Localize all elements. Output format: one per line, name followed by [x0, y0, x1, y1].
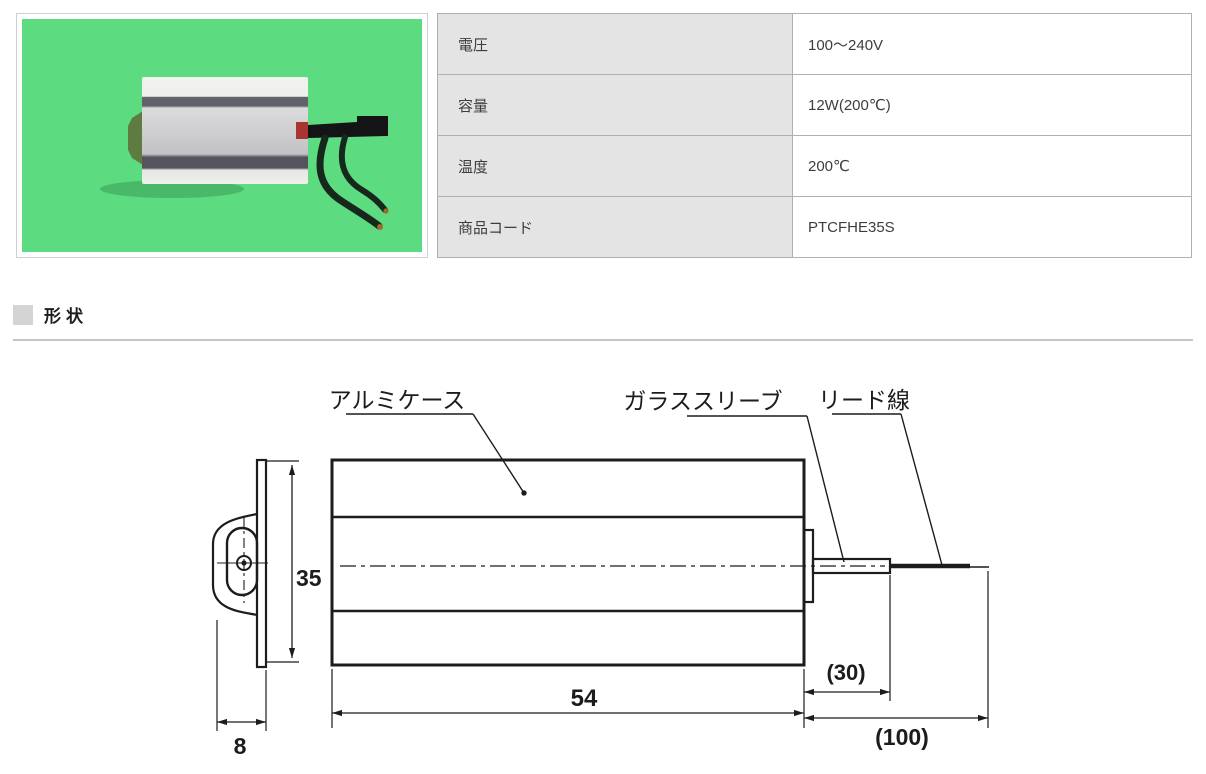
product-photo-image [22, 19, 422, 252]
dim-35-text: 35 [296, 565, 322, 591]
dim-lead-length: (100) [804, 714, 988, 750]
spec-value-temperature: 200℃ [792, 135, 1192, 197]
dim-100-text: (100) [875, 724, 929, 750]
spec-value-capacity: 12W(200℃) [792, 74, 1192, 136]
leader-dot [521, 490, 527, 496]
section-divider [13, 339, 1193, 341]
spec-label-product-code: 商品コード [437, 196, 793, 258]
leader-line-sleeve [806, 415, 845, 563]
spec-row-capacity: 容量 12W(200℃) [437, 74, 1192, 136]
spec-label-temperature: 温度 [437, 135, 793, 197]
glass-sleeve-label: ガラススリーブ [623, 388, 782, 414]
section-title: 形状 [44, 307, 88, 326]
dim-30-text: (30) [826, 660, 865, 685]
lead-wire-label: リード線 [818, 387, 910, 413]
leader-line-wire [900, 413, 943, 566]
case-body [330, 458, 806, 667]
aluminum-case-photo [142, 77, 308, 184]
spec-row-product-code: 商品コード PTCFHE35S [437, 196, 1192, 258]
dim-sleeve-length: (30) [804, 660, 890, 696]
case-left-tab [128, 111, 143, 165]
dim-case-length: 54 [332, 685, 804, 717]
spec-table: 電圧 100～240V 容量 12W(200℃) 温度 200℃ 商品コード P… [437, 13, 1192, 258]
case-outline [330, 458, 806, 667]
spec-row-voltage: 電圧 100～240V [437, 13, 1192, 75]
spec-row-temperature: 温度 200℃ [437, 135, 1192, 197]
wire-tip-2 [383, 208, 389, 214]
dimension-drawing: アルミケース ガラススリーブ リード線 [180, 370, 1020, 774]
label-lead-wire: リード線 [818, 387, 943, 566]
flange-bump [211, 512, 258, 617]
dim-flange-depth: 8 [216, 620, 267, 759]
case-shadow [100, 180, 244, 198]
cable-connector [308, 116, 388, 138]
aluminum-case-label: アルミケース [329, 387, 466, 413]
dim-54-text: 54 [571, 685, 598, 712]
lead-wire-photo-2 [338, 134, 388, 213]
leader-line-case [472, 413, 525, 494]
sleeve-and-wire [340, 528, 989, 604]
shape-section-header: 形状 [13, 302, 88, 327]
spec-value-product-code: PTCFHE35S [792, 196, 1192, 258]
wire-tip-1 [377, 224, 383, 230]
lead-wire-photo-1 [316, 134, 383, 230]
label-aluminum-case: アルミケース [329, 387, 527, 496]
red-terminal [296, 122, 308, 139]
dim-case-height: 35 [266, 460, 322, 663]
spec-value-voltage: 100～240V [792, 13, 1192, 75]
label-glass-sleeve: ガラススリーブ [623, 388, 845, 563]
spec-label-voltage: 電圧 [437, 13, 793, 75]
mounting-slot [225, 526, 259, 597]
section-bullet-icon [13, 304, 33, 325]
spec-label-capacity: 容量 [437, 74, 793, 136]
product-photo [16, 13, 428, 258]
end-view [211, 458, 268, 669]
dim-8-text: 8 [234, 733, 247, 759]
